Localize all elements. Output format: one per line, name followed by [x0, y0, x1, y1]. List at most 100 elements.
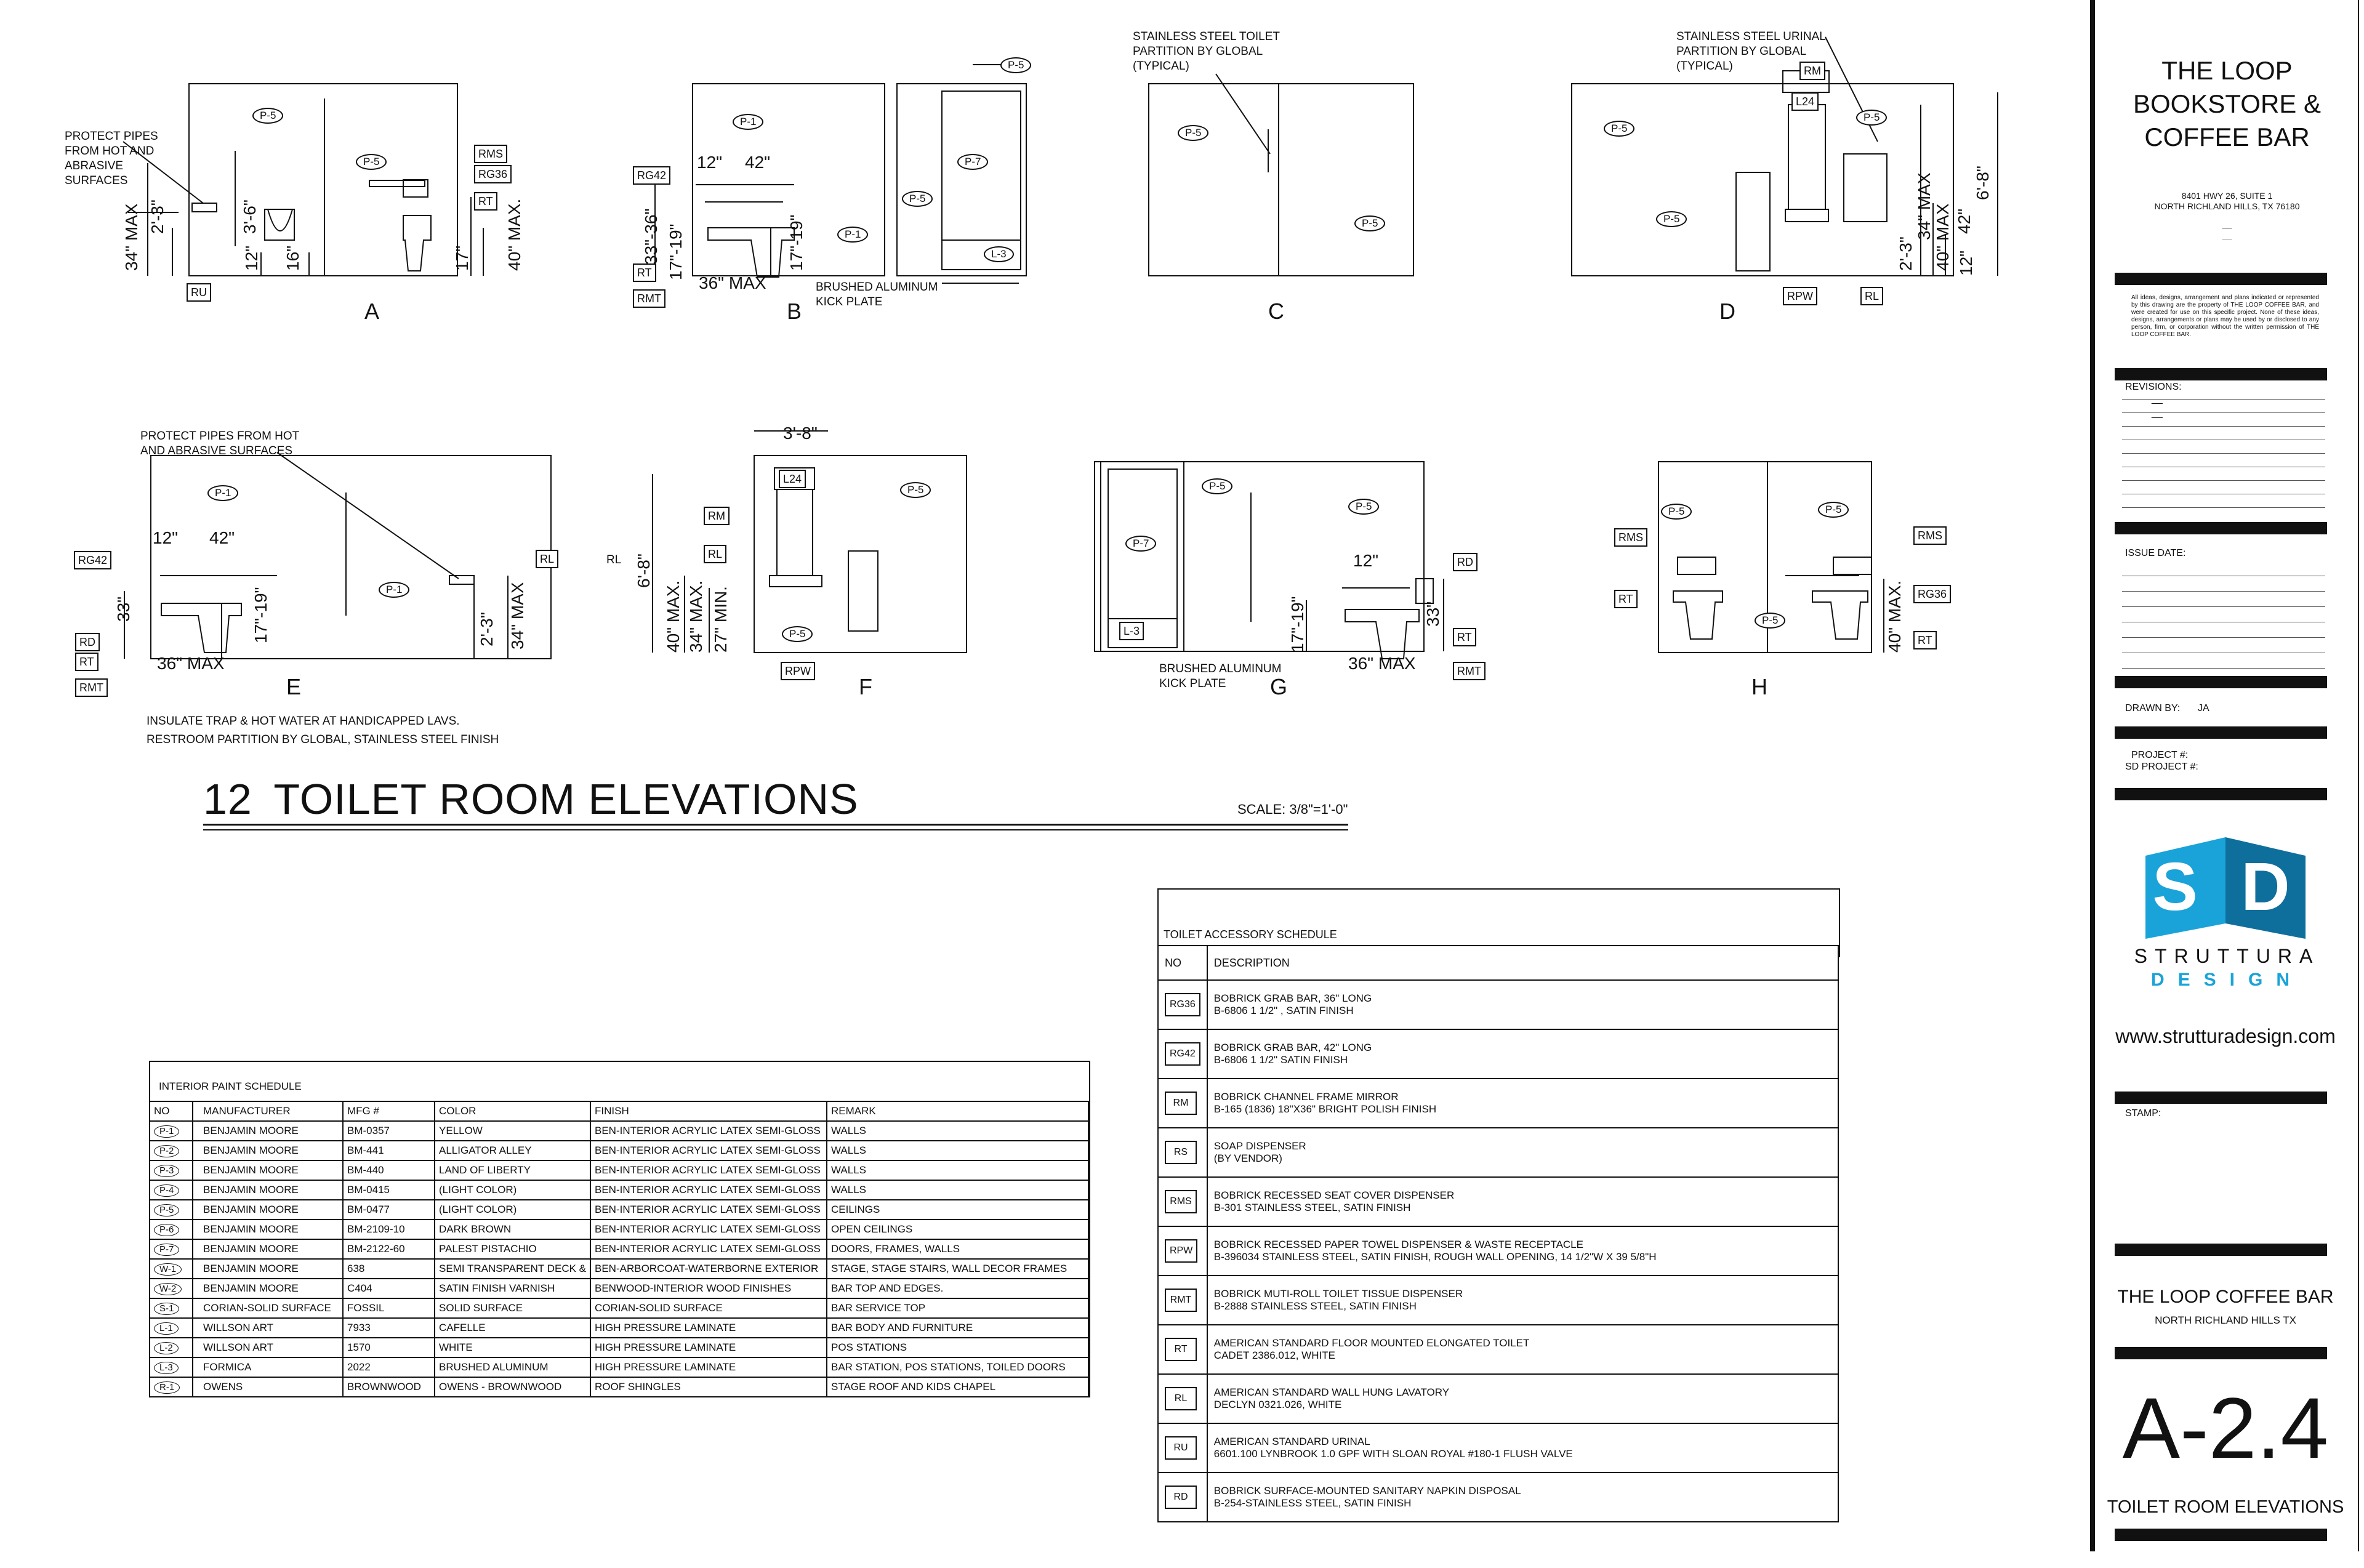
accessory-spec-line: B-165 (1836) 18"X36" BRIGHT POLISH FINIS… [1213, 1103, 1437, 1115]
dimension-text: 34" MAX [508, 582, 527, 649]
elevation-label-g: G [1270, 674, 1288, 699]
table-cell: WALLS [826, 1180, 1089, 1200]
accessory-description-line: BOBRICK CHANNEL FRAME MIRROR [1213, 1091, 1399, 1103]
title-block-divider [2115, 1092, 2327, 1104]
table-cell: PALEST PISTACHIO [434, 1239, 591, 1260]
project-name-line: THE LOOP [2161, 56, 2293, 85]
tag-accessory: RU [187, 283, 211, 302]
paint-code-tag: P-4 [154, 1184, 180, 1197]
tag-finish: P-5 [252, 108, 284, 124]
table-cell: SEMI TRANSPARENT DECK & [434, 1258, 591, 1279]
dimension-text: 36" MAX [699, 273, 766, 292]
table-cell: STAGE ROOF AND KIDS CHAPEL [826, 1377, 1089, 1397]
title-block-divider [2115, 788, 2327, 800]
table-cell: BEN-INTERIOR ACRYLIC LATEX SEMI-GLOSS [590, 1120, 827, 1141]
column-header: FINISH [590, 1101, 827, 1122]
revision-mark: __ [2152, 408, 2163, 419]
table-cell: (LIGHT COLOR) [434, 1180, 591, 1200]
table-cell: SOLID SURFACE [434, 1298, 591, 1319]
table-cell: OWENS [192, 1377, 344, 1397]
dimension-text: 12" [697, 153, 723, 172]
paint-code-tag: L-3 [154, 1361, 179, 1374]
paint-schedule-header-row: NO MANUFACTURER MFG # COLOR FINISH REMAR… [149, 1101, 1089, 1122]
logo-name-bottom: DESIGN [2150, 970, 2304, 990]
legal-notice: All ideas, designs, arrangement and plan… [2131, 294, 2319, 338]
logo-name-top: STRUTTURA [2134, 945, 2320, 967]
table-cell: WALLS [826, 1160, 1089, 1181]
note-partition-d: STAINLESS STEEL URINAL PARTITION BY GLOB… [1676, 30, 1826, 73]
table-cell: BM-441 [342, 1140, 435, 1161]
accessory-spec-line: B-2888 STAINLESS STEEL, SATIN FINISH [1213, 1300, 1417, 1312]
table-cell: FOSSIL [342, 1298, 435, 1319]
accessory-code-tag: RG42 [1165, 1042, 1200, 1066]
tag-accessory: RL [1860, 287, 1884, 305]
accessory-spec-line: (BY VENDOR) [1213, 1152, 1282, 1164]
note-partition-c: STAINLESS STEEL TOILET PARTITION BY GLOB… [1133, 30, 1280, 73]
tag-accessory: RPW [781, 662, 815, 680]
table-cell: BENJAMIN MOORE [192, 1239, 344, 1260]
logo-letter-d: D [2241, 849, 2290, 925]
note-kick-plate-g: BRUSHED ALUMINUM KICK PLATE [1159, 662, 1282, 690]
table-cell: BEN-INTERIOR ACRYLIC LATEX SEMI-GLOSS [590, 1180, 827, 1200]
dimension-text: 17"-19" [251, 587, 270, 644]
accessory-description-cell: BOBRICK MUTI-ROLL TOILET TISSUE DISPENSE… [1206, 1275, 1839, 1325]
table-cell: WHITE [434, 1337, 591, 1358]
accessory-code-cell: RU [1157, 1423, 1208, 1473]
address-line: __ [2222, 219, 2232, 229]
accessory-description-line: BOBRICK RECESSED SEAT COVER DISPENSER [1213, 1189, 1455, 1201]
dimension-text: 34" MAX. [686, 580, 706, 653]
tag-finish: P-5 [782, 626, 813, 642]
table-cell: WILLSON ART [192, 1317, 344, 1338]
title-block-right-edge [2358, 0, 2364, 1551]
table-cell: BAR SERVICE TOP [826, 1298, 1089, 1319]
tag-accessory: L24 [779, 470, 806, 488]
table-cell: 638 [342, 1258, 435, 1279]
table-cell: BENJAMIN MOORE [192, 1120, 344, 1141]
client-name: THE LOOP COFFEE BAR [2117, 1287, 2334, 1307]
table-cell: OWENS - BROWNWOOD [434, 1377, 591, 1397]
accessory-spec-line: B-6806 1 1/2" , SATIN FINISH [1213, 1005, 1354, 1016]
revision-line [2122, 453, 2325, 454]
accessory-code-cell: RMT [1157, 1275, 1208, 1325]
dimension-text: 12" [1353, 551, 1379, 570]
paint-code-tag: P-7 [154, 1243, 180, 1256]
note-general-1: INSULATE TRAP & HOT WATER AT HANDICAPPED… [147, 715, 460, 728]
paint-schedule-table: NO MANUFACTURER MFG # COLOR FINISH REMAR… [149, 1101, 1089, 1397]
dimension-text: 33" [1423, 601, 1442, 627]
revision-line [2122, 426, 2325, 427]
tag-finish: P-5 [1178, 125, 1209, 141]
project-number-label: PROJECT #: [2131, 750, 2189, 760]
elevation-label-c: C [1268, 299, 1284, 324]
dimension-text: 40" MAX. [1885, 580, 1904, 653]
accessory-spec-line: B-301 STAINLESS STEEL, SATIN FINISH [1213, 1202, 1411, 1213]
table-cell: HIGH PRESSURE LAMINATE [590, 1357, 827, 1378]
accessory-schedule-header-row: NO DESCRIPTION [1157, 945, 1839, 981]
column-header: NO [149, 1101, 193, 1122]
tag-accessory: RT [1913, 631, 1937, 649]
dimension-text: 6'-8" [634, 553, 653, 588]
table-cell: DOORS, FRAMES, WALLS [826, 1239, 1089, 1260]
table-cell: WALLS [826, 1120, 1089, 1141]
title-block-divider [2115, 1244, 2327, 1256]
table-cell: ROOF SHINGLES [590, 1377, 827, 1397]
accessory-description-line: BOBRICK GRAB BAR, 42" LONG [1213, 1042, 1372, 1053]
revision-line [2122, 507, 2325, 508]
paint-code-cell: S-1 [149, 1298, 193, 1319]
column-header: MFG # [342, 1101, 435, 1122]
website-link[interactable]: www.strutturadesign.com [2115, 1025, 2336, 1047]
tag-accessory: RG36 [474, 165, 512, 183]
tag-finish: P-5 [1604, 121, 1635, 137]
dimension-text: 17"-19" [787, 214, 806, 271]
table-cell: BAR STATION, POS STATIONS, TOILED DOORS [826, 1357, 1089, 1378]
table-cell: WILLSON ART [192, 1337, 344, 1358]
column-header: COLOR [434, 1101, 591, 1122]
tag-accessory: RM [1799, 62, 1825, 80]
